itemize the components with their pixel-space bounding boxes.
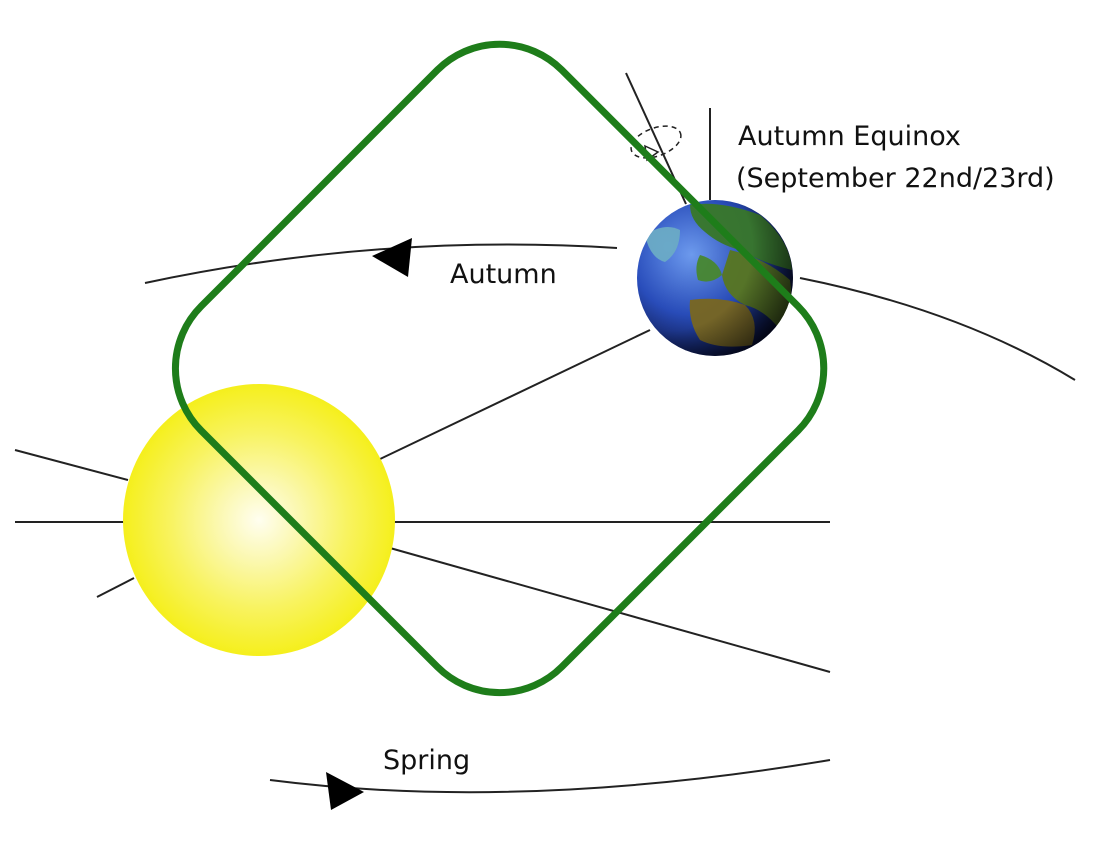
earth-axes <box>625 72 711 205</box>
ray-lower-diagonal <box>389 547 831 673</box>
orbit-direction-arrow-icon <box>372 238 412 277</box>
orbit-direction-arrow-icon <box>326 772 364 810</box>
orbit-right-arc <box>799 277 1076 381</box>
ray-left-upper <box>14 449 129 481</box>
highlight-frame <box>171 40 828 697</box>
ray-left-lower <box>96 577 135 598</box>
ray-to-earth <box>377 329 651 461</box>
equinox-title-label: Autumn Equinox <box>738 121 961 152</box>
earth-globe-icon <box>637 200 793 356</box>
sun-icon <box>123 384 395 656</box>
spring-label: Spring <box>383 745 470 776</box>
autumn-label: Autumn <box>450 259 557 290</box>
equinox-date-label: (September 22nd/23rd) <box>736 163 1055 194</box>
orbit-top-arc <box>144 243 618 284</box>
